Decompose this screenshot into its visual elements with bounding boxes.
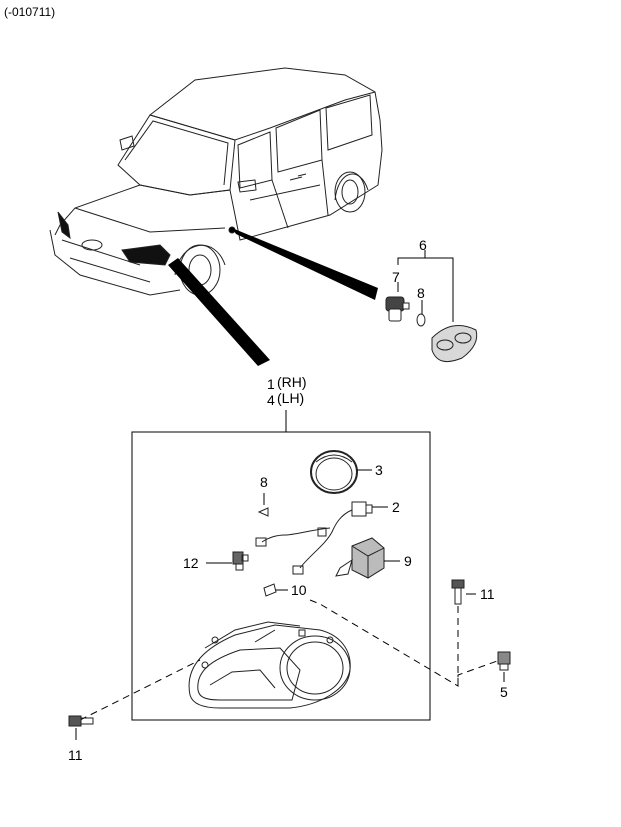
callout-9: 9 xyxy=(404,553,412,569)
mounting-bolt-right-icon xyxy=(451,579,465,605)
mounting-bolt-left-icon xyxy=(68,715,94,727)
mount-line-left xyxy=(79,659,201,721)
headlamp-parts-box xyxy=(131,431,431,721)
side-repeater-group xyxy=(385,250,478,363)
callout-11-right: 11 xyxy=(480,586,495,602)
callout-12: 12 xyxy=(183,555,199,571)
callout-4: 4 xyxy=(267,392,275,408)
mount-line-right xyxy=(309,599,501,687)
callout-1: 1 xyxy=(267,376,275,392)
repeater-bulb-icon xyxy=(416,313,426,327)
callout-10: 10 xyxy=(291,582,307,598)
callout-11-left: 11 xyxy=(68,747,83,763)
leveling-actuator-icon xyxy=(335,537,385,579)
callout-7: 7 xyxy=(392,269,400,285)
diagram-code: (-010711) xyxy=(4,5,56,19)
callout-4-lh: (LH) xyxy=(277,390,304,406)
headlamp-cap-ring-icon xyxy=(310,450,358,494)
grommet-icon xyxy=(497,651,511,671)
callout-1-rh: (RH) xyxy=(277,374,307,390)
headlamp-housing-icon xyxy=(188,621,351,709)
headlamp-leader-wedge xyxy=(168,258,270,366)
side-marker-bulb-icon xyxy=(263,583,277,597)
minivan-illustration xyxy=(49,67,383,296)
callout-6: 6 xyxy=(419,237,427,253)
side-repeater-leader-wedge xyxy=(232,228,378,300)
headlamp-bulb-icon xyxy=(232,551,249,571)
callout-5: 5 xyxy=(500,684,508,700)
callout-2: 2 xyxy=(392,499,400,515)
position-bulb-icon xyxy=(257,507,269,517)
repeater-socket-icon xyxy=(385,296,410,322)
callout-3: 3 xyxy=(375,462,383,478)
callout-8-head: 8 xyxy=(260,474,268,490)
side-repeater-lens-icon xyxy=(431,325,478,363)
callout-8-side: 8 xyxy=(417,285,425,301)
wiring-harness-icon xyxy=(255,501,373,575)
